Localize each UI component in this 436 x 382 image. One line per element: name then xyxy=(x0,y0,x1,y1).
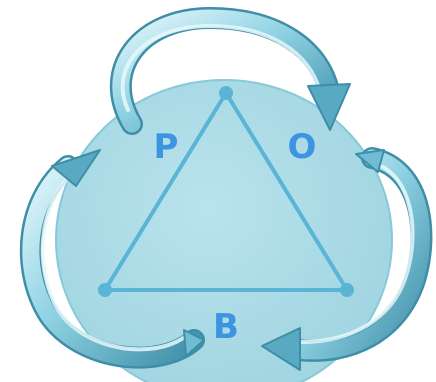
vertex-left xyxy=(98,283,112,297)
label-o: O xyxy=(288,127,317,167)
label-b: B xyxy=(213,307,239,347)
label-p: P xyxy=(154,127,179,167)
vertex-right xyxy=(340,283,354,297)
vertex-top xyxy=(219,86,233,100)
